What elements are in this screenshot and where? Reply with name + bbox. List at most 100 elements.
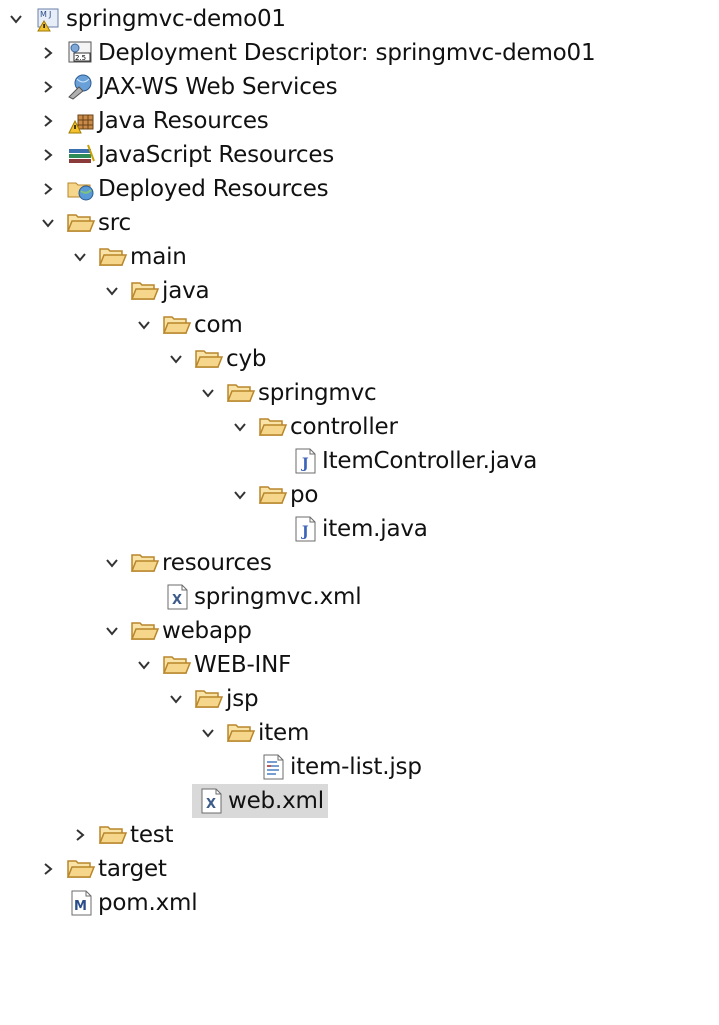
tree-item-label: po bbox=[290, 482, 319, 508]
tree-item-label: item.java bbox=[322, 516, 428, 542]
tree-item-label: springmvc.xml bbox=[194, 584, 362, 610]
chevron-down-icon[interactable] bbox=[164, 347, 188, 371]
tree-item-web-inf[interactable]: WEB-INF bbox=[132, 648, 291, 682]
tree-item-deployment-descriptor[interactable]: 2.5 Deployment Descriptor: springmvc-dem… bbox=[36, 36, 596, 70]
tree-item-label: Deployed Resources bbox=[98, 176, 329, 202]
web-services-icon bbox=[66, 73, 96, 101]
folder-icon bbox=[194, 685, 224, 713]
tree-item-java[interactable]: java bbox=[100, 274, 210, 308]
jsp-file-icon bbox=[258, 753, 288, 781]
folder-icon bbox=[162, 651, 192, 679]
tree-item-label: src bbox=[98, 210, 131, 236]
java-file-icon: J bbox=[290, 447, 320, 475]
svg-text:2.5: 2.5 bbox=[75, 54, 86, 62]
chevron-right-icon[interactable] bbox=[36, 109, 60, 133]
folder-icon bbox=[258, 413, 288, 441]
chevron-down-icon[interactable] bbox=[100, 551, 124, 575]
tree-item-jsp[interactable]: jsp bbox=[164, 682, 259, 716]
chevron-down-icon[interactable] bbox=[4, 7, 28, 31]
tree-item-webapp[interactable]: webapp bbox=[100, 614, 252, 648]
tree-item-item-folder[interactable]: item bbox=[196, 716, 309, 750]
tree-item-label: controller bbox=[290, 414, 398, 440]
tree-item-label: springmvc-demo01 bbox=[66, 6, 286, 32]
chevron-down-icon[interactable] bbox=[132, 653, 156, 677]
tree-item-label: main bbox=[130, 244, 187, 270]
chevron-down-icon[interactable] bbox=[68, 245, 92, 269]
folder-icon bbox=[98, 243, 128, 271]
tree-item-label: webapp bbox=[162, 618, 252, 644]
tree-item-pom-xml[interactable]: M pom.xml bbox=[36, 886, 198, 920]
tree-item-label: com bbox=[194, 312, 243, 338]
chevron-down-icon[interactable] bbox=[100, 619, 124, 643]
folder-icon bbox=[130, 277, 160, 305]
chevron-down-icon[interactable] bbox=[36, 211, 60, 235]
tree-item-label: jsp bbox=[226, 686, 259, 712]
tree-item-deployed-resources[interactable]: Deployed Resources bbox=[36, 172, 329, 206]
tree-item-javascript-resources[interactable]: JavaScript Resources bbox=[36, 138, 334, 172]
tree-item-label: pom.xml bbox=[98, 890, 198, 916]
chevron-right-icon[interactable] bbox=[36, 143, 60, 167]
tree-item-springmvc[interactable]: springmvc bbox=[196, 376, 377, 410]
pom-file-icon: M bbox=[66, 889, 96, 917]
javascript-resources-icon bbox=[66, 141, 96, 169]
tree-item-src[interactable]: src bbox=[36, 206, 131, 240]
chevron-right-icon[interactable] bbox=[36, 41, 60, 65]
tree-item-label: WEB-INF bbox=[194, 652, 292, 678]
tree-item-java-resources[interactable]: Java Resources bbox=[36, 104, 269, 138]
tree-item-label: JAX-WS Web Services bbox=[98, 74, 338, 100]
folder-icon bbox=[162, 311, 192, 339]
tree-item-jax-ws[interactable]: JAX-WS Web Services bbox=[36, 70, 338, 104]
tree-item-label: Java Resources bbox=[98, 108, 269, 134]
xml-file-icon: X bbox=[196, 787, 226, 815]
svg-text:X: X bbox=[206, 797, 216, 812]
chevron-right-icon[interactable] bbox=[36, 857, 60, 881]
tree-item-main[interactable]: main bbox=[68, 240, 187, 274]
chevron-down-icon[interactable] bbox=[196, 721, 220, 745]
deployment-descriptor-icon: 2.5 bbox=[66, 39, 96, 67]
tree-item-test[interactable]: test bbox=[68, 818, 174, 852]
chevron-down-icon[interactable] bbox=[228, 483, 252, 507]
tree-item-resources[interactable]: resources bbox=[100, 546, 272, 580]
chevron-down-icon[interactable] bbox=[196, 381, 220, 405]
svg-text:J: J bbox=[300, 524, 309, 540]
tree-item-springmvc-xml[interactable]: X springmvc.xml bbox=[132, 580, 362, 614]
tree-item-web-xml[interactable]: X web.xml bbox=[192, 784, 328, 818]
chevron-down-icon[interactable] bbox=[164, 687, 188, 711]
tree-item-cyb[interactable]: cyb bbox=[164, 342, 266, 376]
xml-file-icon: X bbox=[162, 583, 192, 611]
tree-item-item-list-jsp[interactable]: item-list.jsp bbox=[228, 750, 422, 784]
chevron-down-icon[interactable] bbox=[132, 313, 156, 337]
chevron-right-icon[interactable] bbox=[68, 823, 92, 847]
chevron-down-icon[interactable] bbox=[228, 415, 252, 439]
tree-item-label: ItemController.java bbox=[322, 448, 538, 474]
tree-item-com[interactable]: com bbox=[132, 308, 243, 342]
chevron-right-icon[interactable] bbox=[36, 75, 60, 99]
folder-icon bbox=[258, 481, 288, 509]
tree-item-label: target bbox=[98, 856, 167, 882]
tree-item-label: Deployment Descriptor: springmvc-demo01 bbox=[98, 40, 596, 66]
svg-text:M: M bbox=[74, 899, 87, 914]
tree-item-label: java bbox=[162, 278, 210, 304]
chevron-down-icon[interactable] bbox=[100, 279, 124, 303]
tree-item-itemcontroller-java[interactable]: J ItemController.java bbox=[260, 444, 537, 478]
folder-icon bbox=[226, 379, 256, 407]
tree-item-po[interactable]: po bbox=[228, 478, 318, 512]
svg-text:X: X bbox=[172, 593, 182, 608]
svg-text:M: M bbox=[40, 10, 47, 19]
svg-text:J: J bbox=[300, 456, 309, 472]
java-file-icon: J bbox=[290, 515, 320, 543]
tree-item-item-java[interactable]: J item.java bbox=[260, 512, 428, 546]
tree-item-project-root[interactable]: M J springmvc-demo01 bbox=[4, 2, 286, 36]
chevron-right-icon[interactable] bbox=[36, 177, 60, 201]
folder-icon bbox=[226, 719, 256, 747]
folder-icon bbox=[130, 549, 160, 577]
folder-icon bbox=[66, 855, 96, 883]
tree-item-target[interactable]: target bbox=[36, 852, 167, 886]
tree-item-controller[interactable]: controller bbox=[228, 410, 398, 444]
tree-item-label: item-list.jsp bbox=[290, 754, 422, 780]
tree-item-label: cyb bbox=[226, 346, 267, 372]
folder-icon bbox=[98, 821, 128, 849]
tree-item-label: item bbox=[258, 720, 310, 746]
tree-item-label: web.xml bbox=[228, 788, 324, 814]
folder-icon bbox=[194, 345, 224, 373]
